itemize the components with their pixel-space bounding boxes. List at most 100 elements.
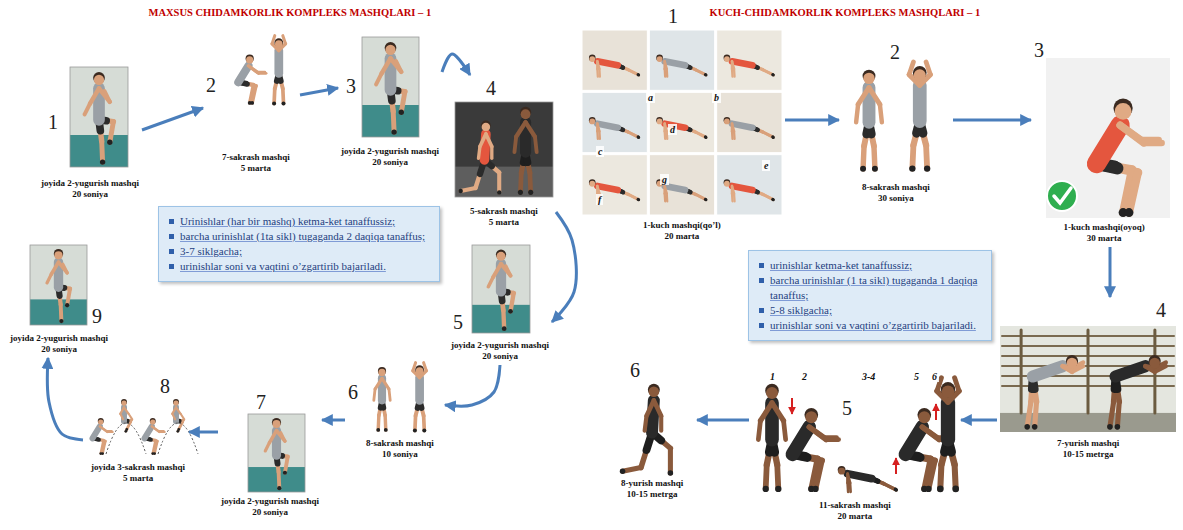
exercise-card: 511-sakrash mashqi20 marta [749,369,961,525]
flow-arrow [442,54,470,75]
figure-limb [501,264,511,276]
exercise-picture [582,30,782,215]
note-line: urinishlar soni va vaqtini o’zgartirib b… [167,259,429,274]
callout-label: a [646,92,655,103]
exercise-picture [472,245,530,333]
caption: 7-yurish mashqi10-15 metrga [1057,438,1119,460]
callout-label: 2 [800,371,809,382]
shoe [925,486,931,492]
head [863,73,874,84]
figure-limb [598,69,601,77]
caption-line: 5 marta [91,473,185,484]
figure-limb [596,131,599,139]
figure-limb [1129,173,1138,213]
head [173,400,178,405]
figure-limb [1087,330,1090,413]
figure-limb [514,137,516,152]
athlete-figure [514,107,536,195]
shoe [1115,424,1121,430]
figure-limb [391,58,402,72]
hair [121,399,127,405]
shoe [376,428,380,432]
shoe [704,135,707,138]
figure-limb [478,147,479,159]
caption-line: joyida 2-yugurish mashqi [10,333,108,344]
photo-tile [582,155,647,215]
figure-limb [929,461,935,489]
head [54,251,62,259]
shoe [528,190,533,195]
figure-limb [383,415,387,429]
shoe [250,101,254,105]
shoe [1107,424,1113,430]
shoe [124,430,127,433]
athlete-figure [458,120,501,194]
figure-limb [732,186,752,190]
athlete-figure [413,363,426,433]
callout-label: 1 [768,371,777,382]
figure-limb [526,122,535,137]
figure-limb [99,88,110,102]
step-number: 7 [256,392,266,412]
figure-limb [848,474,850,483]
figure-limb [535,137,537,152]
exercise-card: 45-sakrash mashqi5 marta [452,75,556,231]
figure-limb [731,131,734,139]
figure-limb [666,194,669,202]
exercise-picture [238,36,285,106]
figure-limb [181,414,185,420]
figure-limb [391,111,397,132]
note-line: 3-7 siklgacha; [167,244,429,259]
exercise-card: 68-sakrash mashqi10 soniya [345,359,445,463]
shoe [497,190,501,194]
caption-line: 30 marta [1064,233,1145,244]
figure-limb [848,474,872,479]
shoe [637,73,640,76]
athlete-figure [724,179,775,201]
callout-label: b [712,92,721,103]
note-line: urinishlar ketma-ket tanaffussiz; [757,258,981,273]
photo-background [1046,58,1170,218]
exercise-card: 31-kuch mashqi(oyoq)30 marta [1031,37,1173,247]
photo-wall [30,245,87,325]
photo-tile [717,30,782,90]
figure-limb [1033,366,1063,376]
caption-line: 20 soniya [41,189,139,200]
shoe [59,319,63,323]
figure-limb [1096,125,1120,163]
figure-limb [645,416,647,431]
figure-limb [597,124,599,132]
figure-limb [51,262,58,274]
athlete-figure [724,55,775,77]
shoe [100,159,105,164]
exercise-card: 5joyida 2-yugurish mashqi20 soniya [448,242,552,365]
flow-arrow [697,419,749,422]
photo-wall [70,67,128,167]
section-title: KUCH-CHIDAMKORLIK KOMPLEKS MASHQLARI – 1 [710,7,981,19]
head [589,118,595,124]
photo-frame [472,245,530,333]
figure-limb [913,85,927,121]
step-number: 3 [1034,40,1044,60]
figure-limb [172,407,176,413]
figure-limb [628,69,638,74]
shoe [771,135,774,138]
figure-limb [107,431,113,433]
figure-limb [654,400,661,416]
callout-label: e [762,160,770,171]
figure-limb [422,416,426,431]
exercise-card: 3joyida 2-yugurish mashqi20 soniya [338,34,442,171]
figure-limb [731,124,734,132]
photo-tile [582,30,647,90]
caption-line: 20 soniya [451,351,549,362]
figure-limb [518,173,524,193]
head [94,75,104,85]
head [385,45,395,55]
figure-limb [733,194,736,202]
athlete-figure [589,117,640,139]
figure-limb [826,437,839,442]
caption-line: 20 soniya [10,344,108,355]
athlete-figure [172,399,184,433]
figure-limb [909,62,913,75]
head [724,181,730,187]
